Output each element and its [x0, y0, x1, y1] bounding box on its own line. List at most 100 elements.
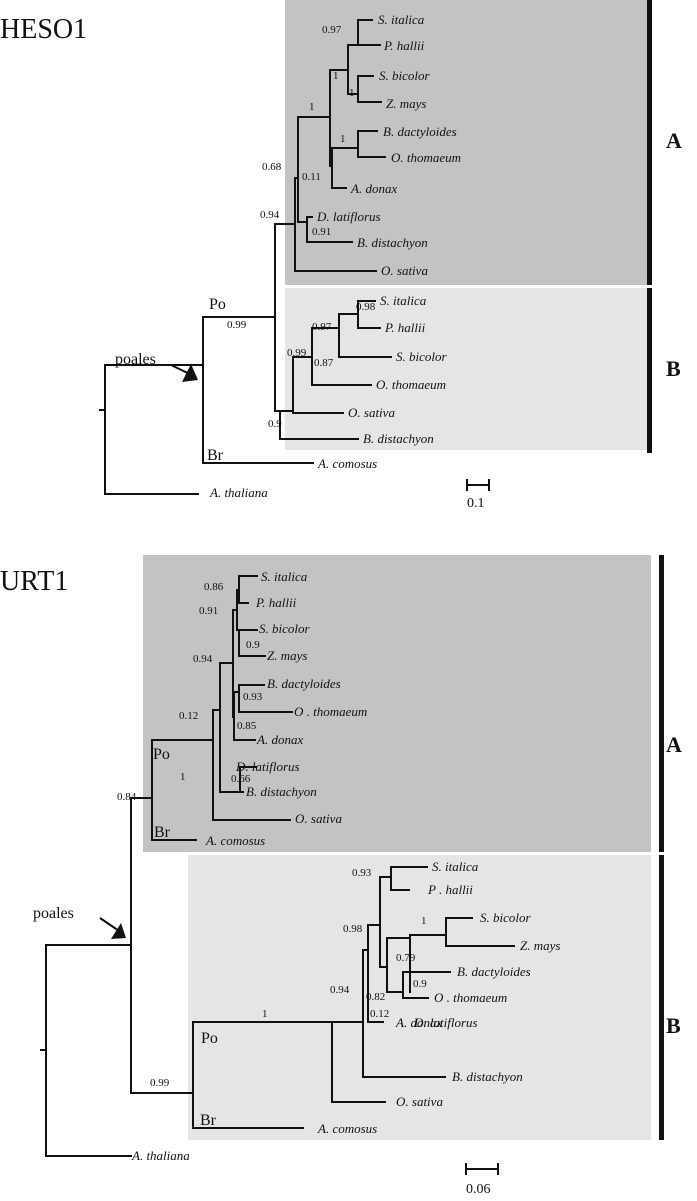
- urt1-panel: URT1 A B poales Po Br Po Br S. italica P…: [0, 555, 682, 1197]
- poales-label: poales: [33, 905, 74, 922]
- taxon-label: S. bicolor: [396, 349, 447, 364]
- taxon-label: B. distachyon: [357, 235, 428, 250]
- taxon-label: P . hallii: [427, 882, 473, 897]
- taxon-label: O. sativa: [295, 811, 342, 826]
- support-value: 0.82: [366, 991, 385, 1003]
- support-value: 1: [333, 70, 339, 82]
- support-value: 1: [309, 101, 315, 113]
- taxon-label: B. dactyloides: [383, 124, 457, 139]
- taxon-label: O . thomaeum: [434, 990, 507, 1005]
- taxon-label: O. thomaeum: [391, 150, 461, 165]
- poales-label: poales: [115, 351, 156, 368]
- support-value: 0.79: [396, 952, 416, 964]
- support-value: 0.97: [322, 24, 342, 36]
- taxon-label: S. bicolor: [480, 910, 531, 925]
- taxon-label: A. thaliana: [209, 485, 268, 500]
- taxon-label: A. comosus: [317, 456, 377, 471]
- support-value: 0.66: [231, 773, 251, 785]
- support-value: 1: [340, 133, 346, 145]
- scale-bar: [465, 1163, 499, 1175]
- taxon-label: O. sativa: [348, 405, 395, 420]
- support-value: 1: [262, 1008, 268, 1020]
- taxon-label: S. italica: [378, 12, 425, 27]
- support-value: 0.91: [312, 226, 331, 238]
- support-value: 0.99: [287, 347, 307, 359]
- taxon-label: O. thomaeum: [376, 377, 446, 392]
- poales-arrow-head: [182, 364, 198, 382]
- scale-bar-label: 0.06: [466, 1182, 491, 1197]
- po-label-a: Po: [153, 746, 170, 763]
- taxon-label: B. dactyloides: [457, 964, 531, 979]
- group-b-label: B: [666, 356, 681, 381]
- taxon-label: Z. mays: [267, 648, 307, 663]
- support-value: 0.94: [193, 653, 213, 665]
- panel-title: URT1: [0, 566, 68, 597]
- support-value: 1: [421, 915, 427, 927]
- support-value: 0.11: [302, 171, 321, 183]
- taxon-label: B. dactyloides: [267, 676, 341, 691]
- taxon-label: P. hallii: [384, 320, 426, 335]
- taxon-label: Z. mays: [386, 96, 426, 111]
- taxon-label: S. bicolor: [379, 68, 430, 83]
- taxon-label: S. italica: [380, 293, 427, 308]
- taxon-label: S. bicolor: [259, 621, 310, 636]
- taxon-label: O. sativa: [381, 263, 428, 278]
- taxon-label: A. comosus: [317, 1121, 377, 1136]
- taxon-label: S. italica: [261, 569, 308, 584]
- support-value: 0.12: [370, 1008, 389, 1020]
- br-label-a: Br: [154, 824, 171, 841]
- taxon-label: D. latiflorus: [235, 759, 300, 774]
- group-b-bar: [647, 288, 652, 453]
- panel-title: HESO1: [0, 14, 87, 45]
- support-value: 0.98: [343, 923, 363, 935]
- support-value: 0.97: [312, 321, 332, 333]
- br-label: Br: [207, 447, 224, 464]
- br-label-b: Br: [200, 1112, 217, 1129]
- group-a-label: A: [666, 732, 682, 757]
- tree-branches: [99, 19, 392, 495]
- support-value: 1: [180, 771, 186, 783]
- group-a-bar: [659, 555, 664, 852]
- taxon-label: S. italica: [432, 859, 479, 874]
- taxon-label: A. donax: [395, 1015, 442, 1030]
- tree-branches: [40, 575, 515, 1157]
- group-b-bar: [659, 855, 664, 1140]
- support-value: 0.93: [352, 867, 372, 879]
- taxon-label: B. distachyon: [452, 1069, 523, 1084]
- support-value: 0.9: [413, 978, 427, 990]
- support-value: 0.86: [204, 581, 224, 593]
- support-value: 0.93: [243, 691, 263, 703]
- taxon-label: P. hallii: [255, 595, 297, 610]
- taxon-label: A. donax: [350, 181, 397, 196]
- group-b-label: B: [666, 1013, 681, 1038]
- group-a-background: [285, 0, 651, 285]
- taxon-label: D. latiflorus: [316, 209, 381, 224]
- support-value: 0.91: [199, 605, 218, 617]
- group-a-bar: [647, 0, 652, 285]
- scale-bar: [466, 479, 490, 491]
- support-value: 0.87: [314, 357, 334, 369]
- support-value: 0.99: [150, 1077, 170, 1089]
- support-value: 0.99: [227, 319, 247, 331]
- po-label-b: Po: [201, 1030, 218, 1047]
- taxon-label: Z. mays: [520, 938, 560, 953]
- group-a-label: A: [666, 128, 682, 153]
- scale-bar-label: 0.1: [467, 496, 485, 511]
- po-label: Po: [209, 296, 226, 313]
- support-value: 0.84: [117, 791, 137, 803]
- taxon-label: A. thaliana: [131, 1148, 190, 1163]
- support-value: 0.9: [268, 418, 282, 430]
- taxon-label: D. latiflorus: [413, 1015, 478, 1030]
- support-value: 0.85: [237, 720, 257, 732]
- taxon-label: O. sativa: [396, 1094, 443, 1109]
- support-value: 0.12: [179, 710, 198, 722]
- support-value: 0.98: [356, 301, 376, 313]
- taxon-label: B. distachyon: [363, 431, 434, 446]
- group-b-background: [285, 288, 651, 450]
- taxon-label: O . thomaeum: [294, 704, 367, 719]
- taxon-label: P. hallii: [383, 38, 425, 53]
- heso1-panel: HESO1 A B poales Po Br S. italica P. hal…: [0, 0, 682, 511]
- support-value: 0.9: [246, 639, 260, 651]
- poales-arrow-head: [111, 923, 126, 939]
